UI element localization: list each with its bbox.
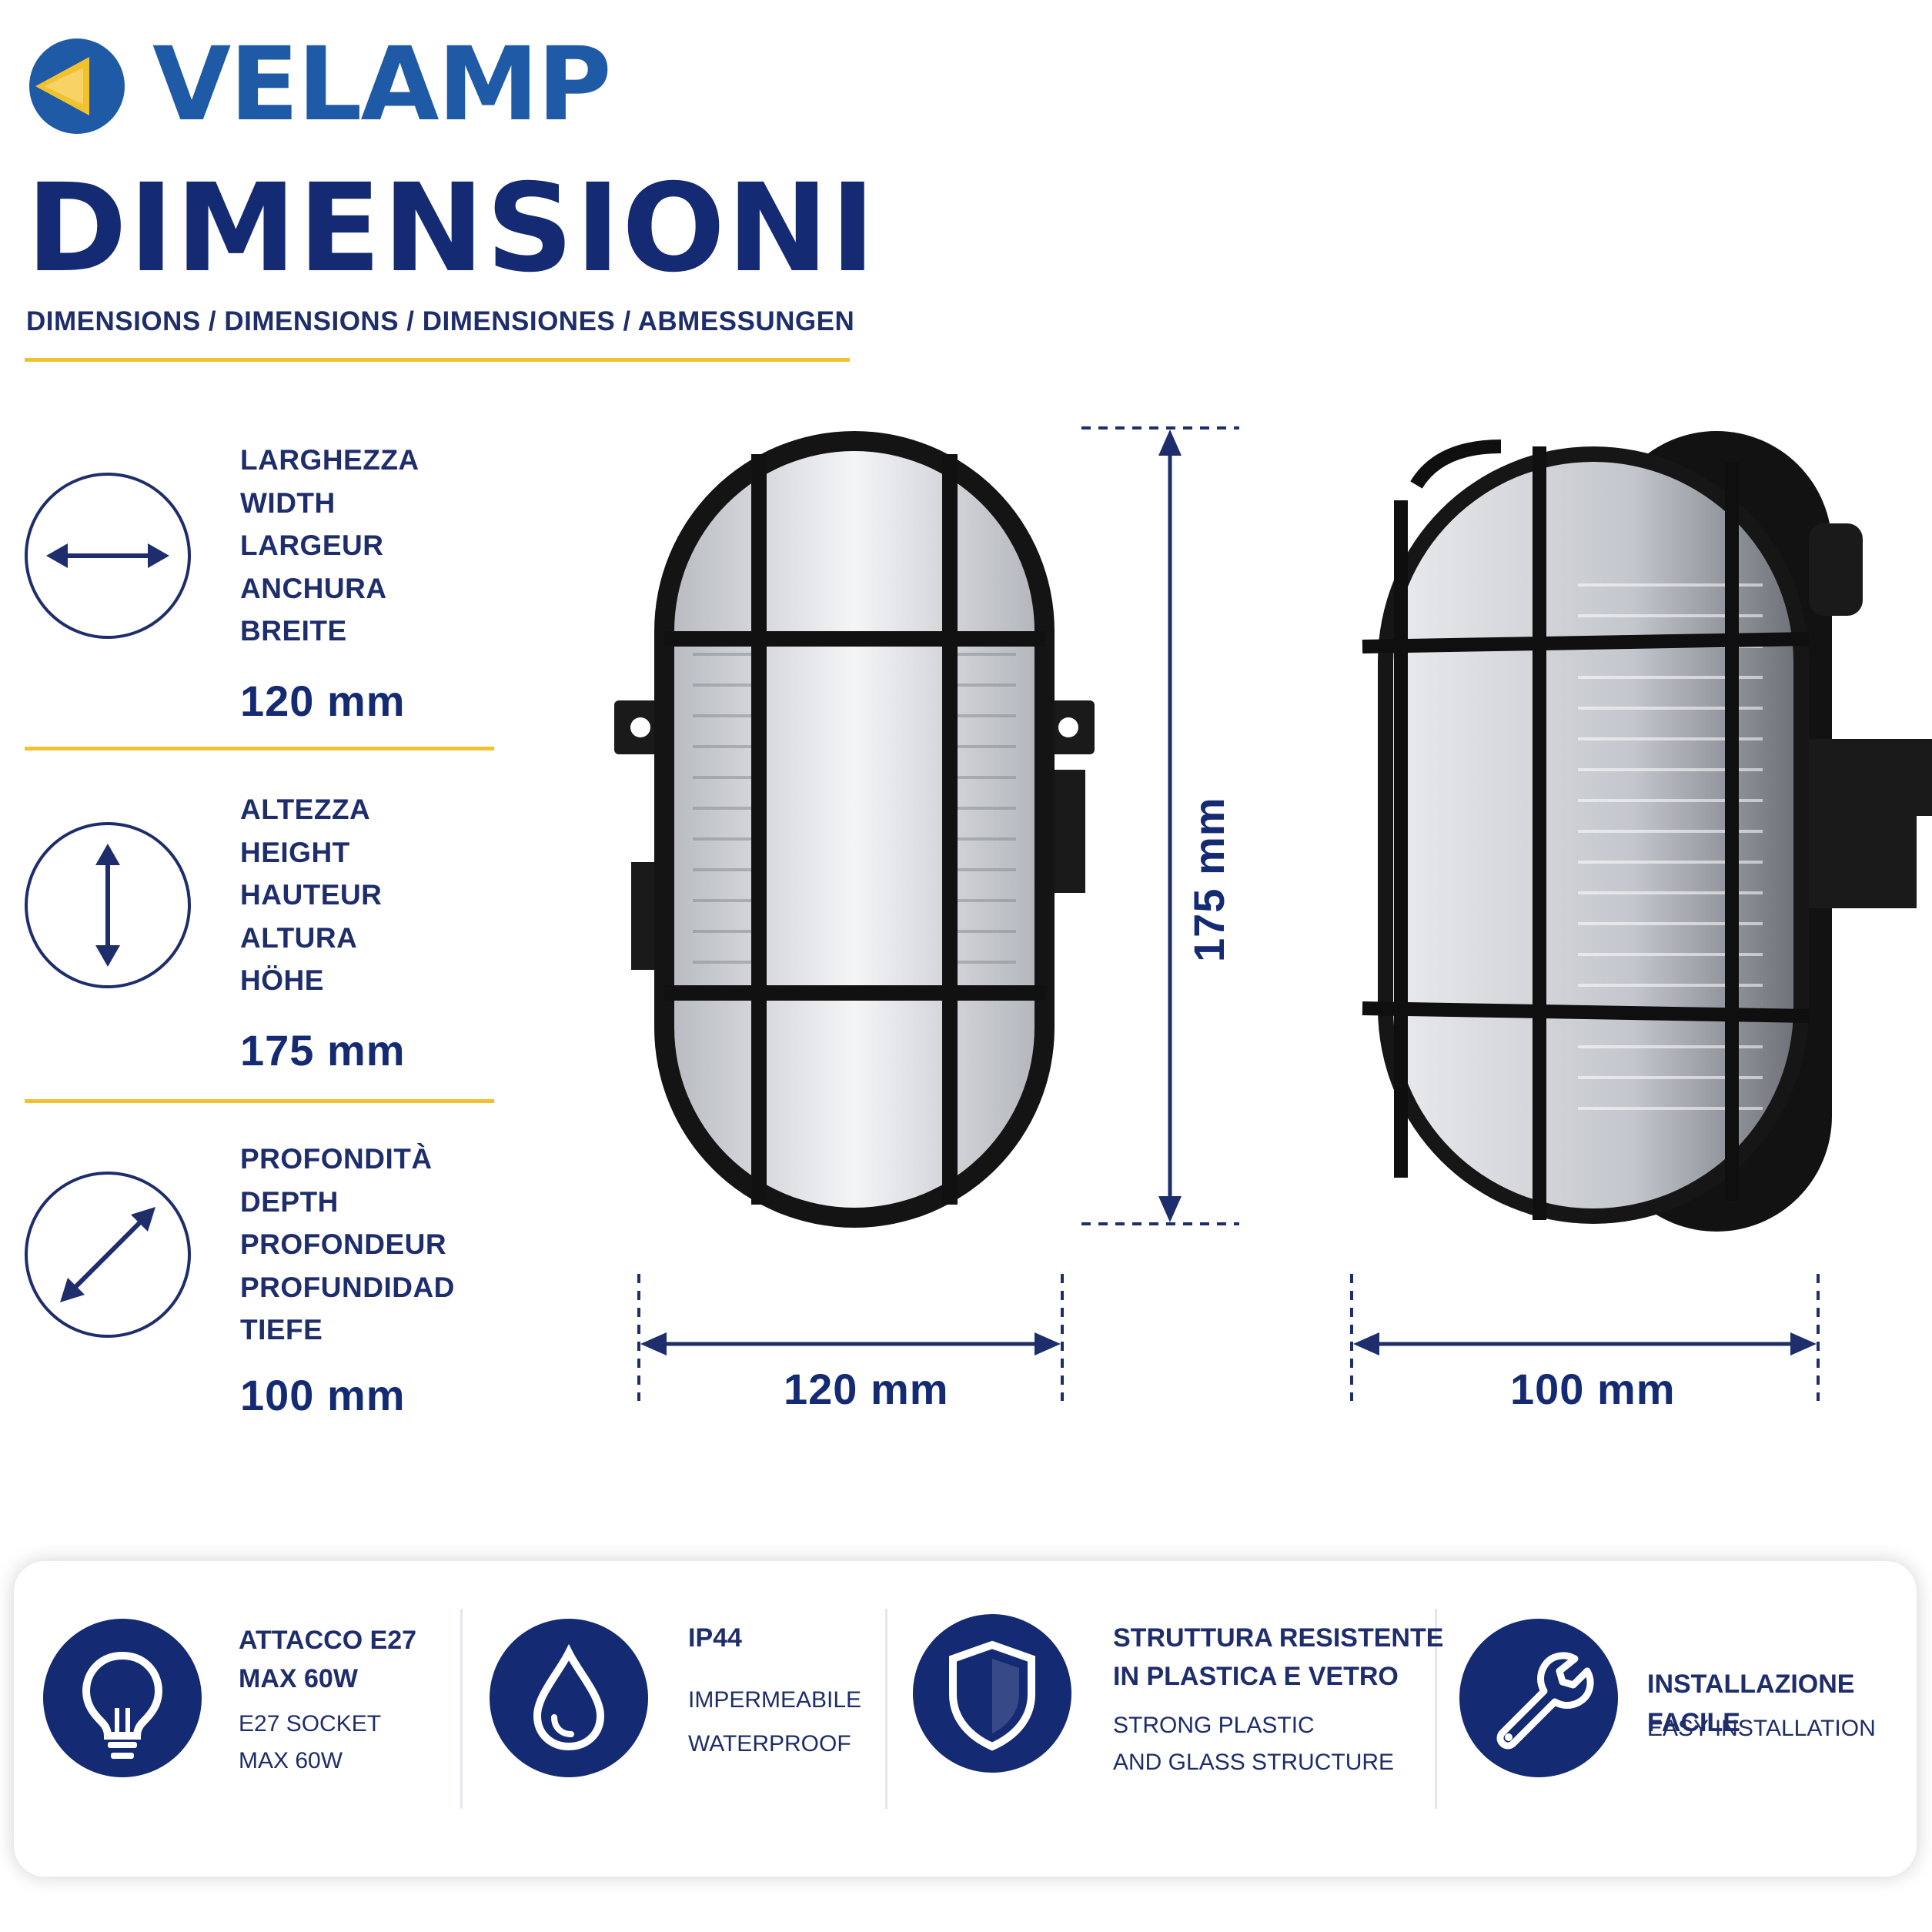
feature-socket-title-line: MAX 60W (239, 1664, 358, 1693)
feature-ip44-sub-line: WATERPROOF (688, 1731, 851, 1757)
registered-mark: ® (567, 43, 580, 62)
label-hohe: HÖHE (240, 964, 324, 996)
width-value: 120 mm (240, 677, 406, 725)
feature-installation-title: INSTALLAZIONE FACILE (1647, 1665, 1932, 1742)
feature-divider (460, 1609, 463, 1809)
label-profondita: PROFONDITÀ (240, 1143, 433, 1175)
label-anchura: ANCHURA (240, 572, 387, 604)
label-breite: BREITE (240, 615, 347, 647)
height-measure-label: 175 mm (1185, 797, 1233, 962)
feature-socket-title-line: ATTACCO E27 (239, 1626, 417, 1655)
label-profondeur: PROFONDEUR (240, 1228, 447, 1260)
feature-socket-title: ATTACCO E27 MAX 60W (239, 1621, 416, 1698)
label-height: HEIGHT (240, 836, 350, 868)
horizontal-arrow-icon (25, 473, 191, 639)
depth-value: 100 mm (240, 1371, 406, 1419)
feature-structure-subtitle: STRONG PLASTIC AND GLASS STRUCTURE (1113, 1707, 1394, 1781)
diagonal-arrow-icon (25, 1172, 191, 1338)
page-subtitle: DIMENSIONS / DIMENSIONS / DIMENSIONES / … (26, 306, 855, 336)
label-altura: ALTURA (240, 921, 358, 954)
feature-ip44-sub-line: IMPERMEABILE (688, 1687, 862, 1713)
feature-structure-sub-line: AND GLASS STRUCTURE (1113, 1750, 1395, 1775)
lamp-front-view (614, 431, 1095, 1228)
title-divider (25, 358, 850, 362)
brand-logo-text: VELAMP (152, 25, 612, 144)
front-width-measure-label: 120 mm (784, 1365, 949, 1413)
label-hauteur: HAUTEUR (240, 879, 383, 911)
feature-socket-sub-line: MAX 60W (239, 1748, 343, 1773)
label-tiefe: TIEFE (240, 1314, 323, 1345)
feature-socket-sub-line: E27 SOCKET (239, 1711, 382, 1736)
width-divider (25, 747, 494, 750)
label-depth: DEPTH (240, 1185, 339, 1218)
feature-divider (1435, 1609, 1437, 1809)
label-larghezza: LARGHEZZA (240, 444, 419, 476)
water-drop-icon (490, 1619, 648, 1777)
feature-ip44-subtitle: IMPERMEABILE WATERPROOF (688, 1678, 861, 1766)
label-width: WIDTH (240, 486, 336, 519)
label-largeur: LARGEUR (240, 530, 384, 561)
velamp-logo-icon (29, 38, 125, 134)
feature-structure-title-line: IN PLASTICA E VETRO (1113, 1662, 1399, 1691)
wrench-icon (1459, 1619, 1618, 1777)
shield-icon (913, 1614, 1071, 1773)
width-labels: LARGHEZZA WIDTH LARGEUR ANCHURA BREITE (240, 439, 419, 653)
feature-installation-title-line: INSTALLAZIONE FACILE (1647, 1670, 1855, 1737)
depth-labels: PROFONDITÀ DEPTH PROFONDEUR PROFUNDIDAD … (240, 1138, 455, 1352)
vertical-arrow-icon (25, 822, 191, 988)
feature-socket-subtitle: E27 SOCKET MAX 60W (239, 1706, 381, 1780)
feature-installation-sub-line: EASY INSTALLATION (1647, 1716, 1876, 1741)
feature-ip44-title: IP44 (688, 1619, 742, 1657)
height-labels: ALTEZZA HEIGHT HAUTEUR ALTURA HÖHE (240, 788, 382, 1002)
feature-structure-sub-line: STRONG PLASTIC (1113, 1713, 1315, 1738)
page-title: DIMENSIONI (26, 158, 877, 299)
feature-divider (885, 1609, 887, 1809)
label-profundidad: PROFUNDIDAD (240, 1271, 455, 1303)
lightbulb-icon (43, 1619, 202, 1777)
height-value: 175 mm (240, 1026, 406, 1075)
feature-installation-subtitle: EASY INSTALLATION (1647, 1710, 1876, 1747)
label-altezza: ALTEZZA (240, 794, 371, 825)
feature-structure-title-line: STRUTTURA RESISTENTE (1113, 1623, 1444, 1653)
feature-ip44-title-line: IP44 (688, 1623, 742, 1653)
lamp-side-view (1362, 431, 1932, 1232)
feature-structure-title: STRUTTURA RESISTENTE IN PLASTICA E VETRO (1113, 1619, 1443, 1696)
height-divider (25, 1099, 494, 1103)
side-depth-measure-label: 100 mm (1510, 1365, 1676, 1413)
